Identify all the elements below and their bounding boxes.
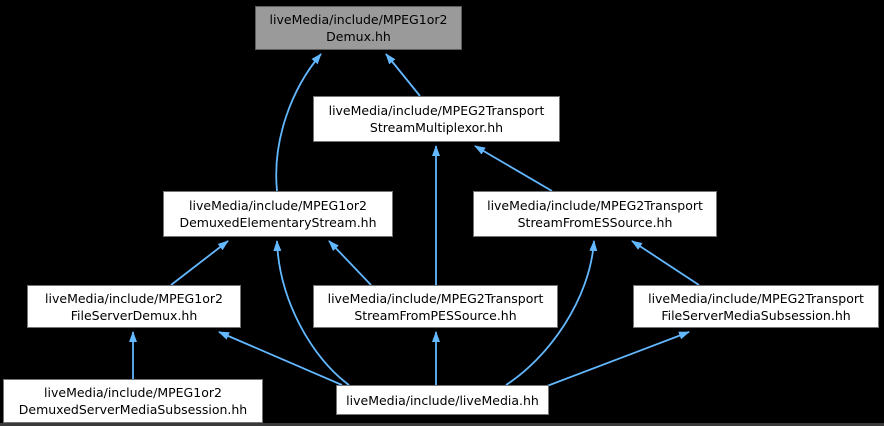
graph-node-livemedia[interactable]: liveMedia/include/liveMedia.hh — [336, 385, 549, 415]
graph-node-label-line: liveMedia/include/MPEG1or2 — [269, 12, 448, 27]
graph-node-label-line: FileServerMediaSubsession.hh — [661, 307, 851, 323]
graph-node-label-line: liveMedia/include/MPEG2Transport — [648, 290, 864, 306]
dependency-edge-fsd-to-elem — [170, 240, 229, 286]
dependency-edge-elem-to-demux — [275, 53, 322, 192]
graph-node-label-line: liveMedia/include/MPEG1or2 — [189, 198, 367, 213]
graph-node-label-line: Demux.hh — [326, 29, 391, 44]
graph-node-label-line: liveMedia/include/MPEG1or2 — [45, 290, 223, 306]
graph-node-label-line: liveMedia/include/liveMedia.hh — [346, 392, 539, 408]
graph-node-label-line: DemuxedServerMediaSubsession.hh — [18, 402, 248, 417]
dependency-edge-pes-to-elem — [328, 240, 372, 286]
graph-node-label-line: DemuxedElementaryStream.hh — [179, 215, 377, 230]
graph-node-label-line: FileServerDemux.hh — [70, 307, 198, 323]
graph-node-label-line: liveMedia/include/MPEG1or2 — [44, 385, 222, 400]
graph-node-label-line: StreamFromPESSource.hh — [354, 307, 517, 323]
graph-node-label-line: StreamMultiplexor.hh — [369, 120, 504, 135]
graph-node-label-line: liveMedia/include/MPEG2Transport — [487, 198, 703, 213]
dependency-edge-es-to-multiplexor — [474, 145, 553, 192]
graph-node-label-line: liveMedia/include/MPEG2Transport — [328, 103, 545, 118]
dependency-edge-livemedia-to-elem — [273, 240, 350, 386]
dependency-edge-livemedia-to-es — [505, 240, 598, 386]
window-bottom-edge — [0, 423, 884, 426]
graph-node-label-line: liveMedia/include/MPEG2Transport — [327, 290, 544, 306]
dependency-edge-fsms-to-es — [631, 240, 700, 286]
dependency-edge-livemedia-to-fsd — [218, 331, 343, 386]
dependency-edge-multiplexor-to-demux — [385, 53, 421, 97]
dependency-edge-livemedia-to-fsms — [546, 331, 690, 387]
graph-node-label-line: StreamFromESSource.hh — [517, 215, 673, 230]
